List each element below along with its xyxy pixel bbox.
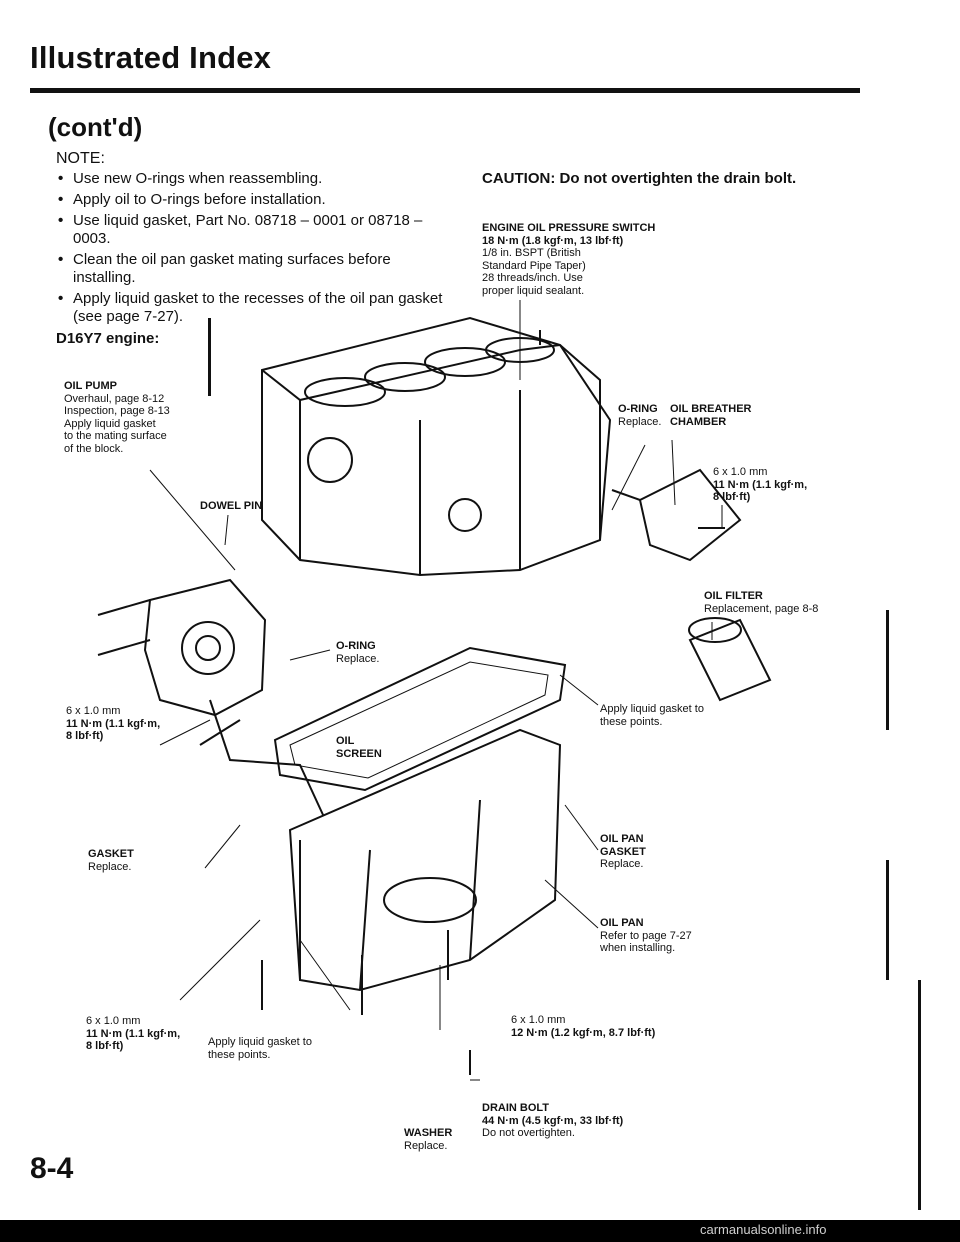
label-bolt-breather: 6 x 1.0 mm 11 N·m (1.1 kgf·m, 8 lbf·ft) <box>713 466 808 503</box>
label-oil-breather-chamber: OIL BREATHER CHAMBER <box>670 403 752 428</box>
label-apply-gasket-bottom: Apply liquid gasket to these points. <box>208 1036 312 1061</box>
engine-label: D16Y7 engine: <box>56 330 160 347</box>
note-item: Use new O-rings when reassembling. <box>56 170 446 188</box>
label-oil-screen: OIL SCREEN <box>336 735 382 760</box>
note-item: Clean the oil pan gasket mating surfaces… <box>56 251 446 287</box>
label-washer: WASHER Replace. <box>404 1127 453 1152</box>
oil-pump <box>143 578 267 717</box>
label-oil-pressure-switch: ENGINE OIL PRESSURE SWITCH 18 N·m (1.8 k… <box>482 222 656 297</box>
note-item: Use liquid gasket, Part No. 08718 – 0001… <box>56 212 446 248</box>
page-title: Illustrated Index <box>30 40 272 75</box>
label-oil-pan-gasket: OIL PAN GASKET Replace. <box>600 833 646 870</box>
label-o-ring-mid: O-RING Replace. <box>336 640 380 665</box>
label-oil-filter: OIL FILTER Replacement, page 8-8 <box>704 590 819 615</box>
caution-text: CAUTION: Do not overtighten the drain bo… <box>482 170 797 187</box>
label-drain-bolt: DRAIN BOLT 44 N·m (4.5 kgf·m, 33 lbf·ft)… <box>482 1102 624 1139</box>
footer-bar <box>0 1220 960 1242</box>
margin-bar <box>208 318 211 396</box>
note-item: Apply oil to O-rings before installation… <box>56 191 446 209</box>
label-bolt-pan-right: 6 x 1.0 mm 12 N·m (1.2 kgf·m, 8.7 lbf·ft… <box>511 1014 656 1039</box>
oil-filter <box>688 617 772 702</box>
notes-heading: NOTE: <box>56 150 105 167</box>
notes-list: Use new O-rings when reassembling. Apply… <box>56 170 446 326</box>
label-bolt-pan-left: 6 x 1.0 mm 11 N·m (1.1 kgf·m, 8 lbf·ft) <box>86 1015 181 1052</box>
label-dowel-pin: DOWEL PIN <box>200 500 263 512</box>
margin-bar <box>918 980 921 1210</box>
title-rule <box>30 88 860 93</box>
page-number: 8-4 <box>30 1152 74 1185</box>
label-bolt-pump: 6 x 1.0 mm 11 N·m (1.1 kgf·m, 8 lbf·ft) <box>66 705 161 742</box>
margin-bar <box>886 860 889 980</box>
bolt-marks <box>97 330 725 1075</box>
label-gasket: GASKET Replace. <box>88 848 134 873</box>
breather-chamber <box>611 468 742 562</box>
margin-bar <box>886 610 889 730</box>
page-subtitle: (cont'd) <box>48 112 143 142</box>
watermark-text: carmanualsonline.info <box>700 1222 827 1237</box>
label-oil-pan: OIL PAN Refer to page 7-27 when installi… <box>600 917 692 954</box>
label-apply-gasket-right: Apply liquid gasket to these points. <box>600 703 704 728</box>
notes-block: NOTE: Use new O-rings when reassembling.… <box>56 150 446 329</box>
note-item: Apply liquid gasket to the recesses of t… <box>56 290 446 326</box>
leader-lines <box>149 300 723 1081</box>
cylinder-block <box>261 316 612 577</box>
oil-pan <box>288 728 562 992</box>
label-oil-pump: OIL PUMP Overhaul, page 8-12 Inspection,… <box>64 380 170 455</box>
label-o-ring-top: O-RING Replace. <box>618 403 662 428</box>
